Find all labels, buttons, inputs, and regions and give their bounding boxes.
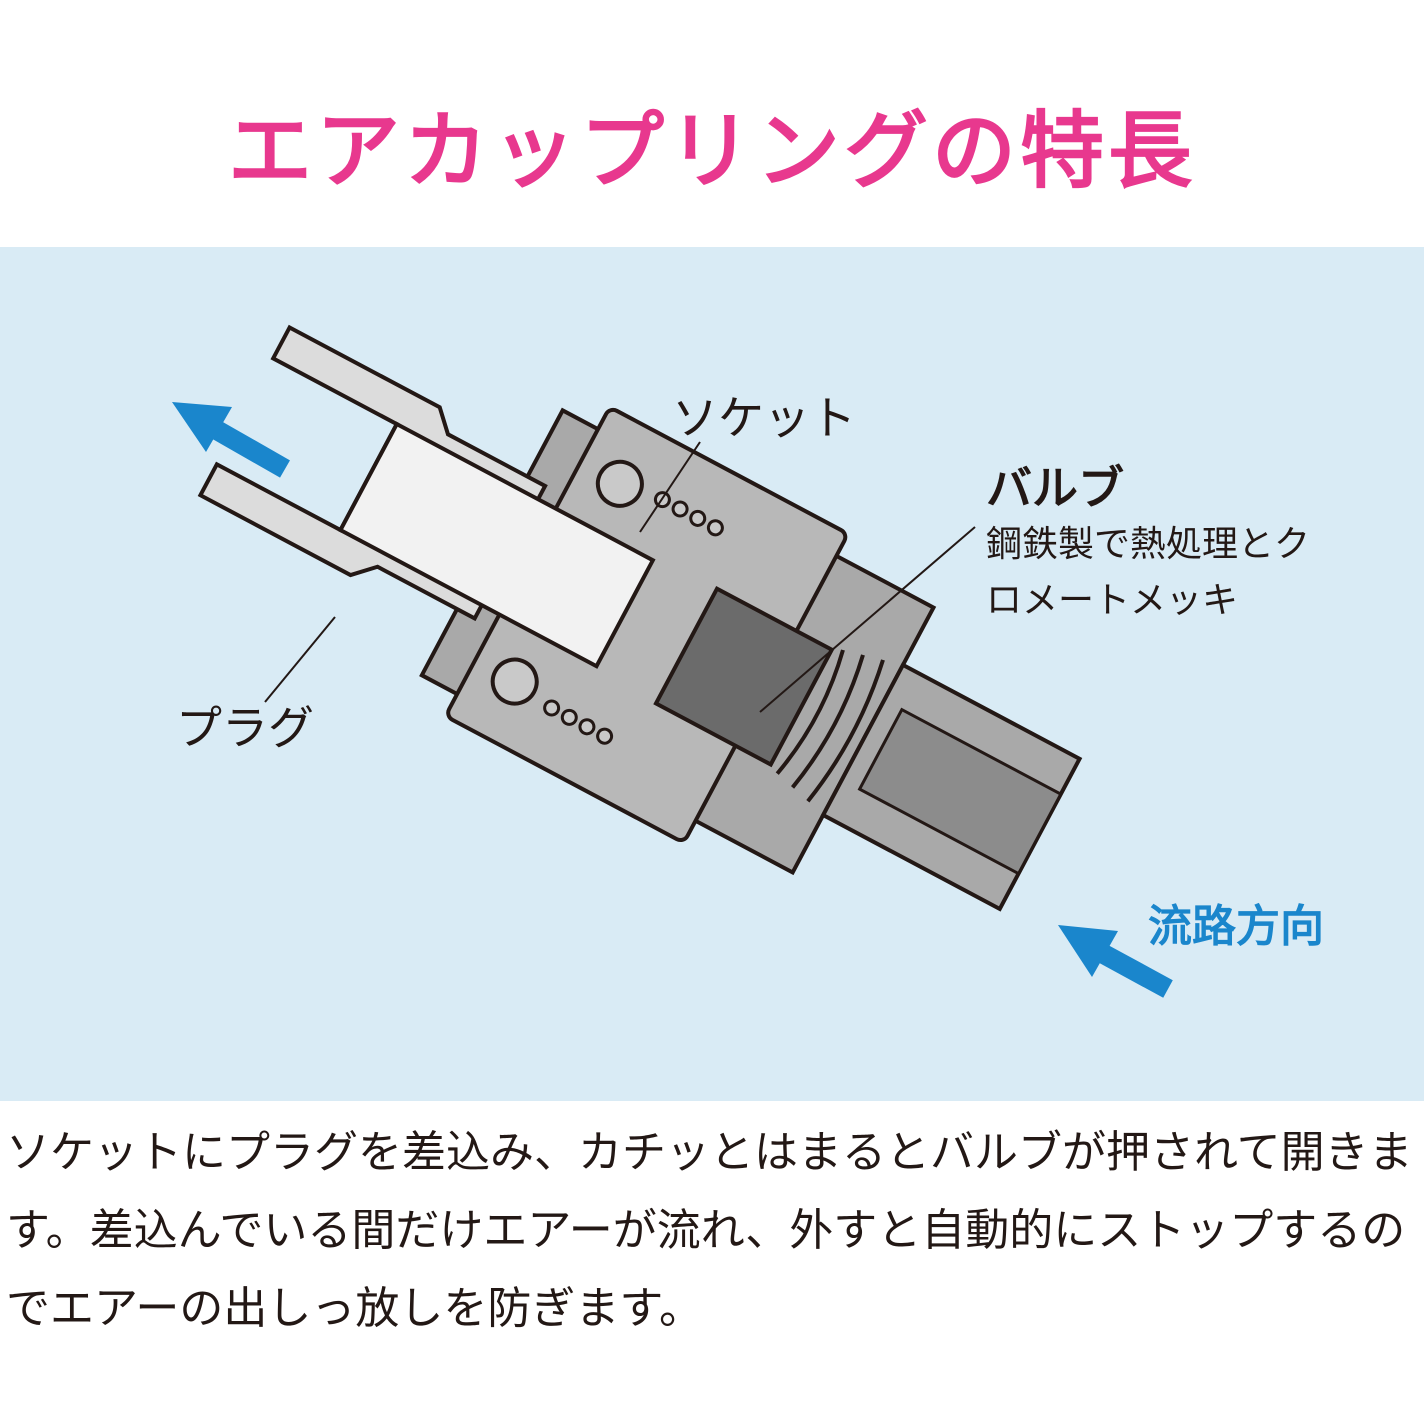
socket-label: ソケット (672, 391, 856, 445)
lock-ball-top (595, 459, 644, 508)
coupling-cross-section (197, 324, 1083, 912)
diagram-panel: ソケット バルブ 鋼鉄製で熱処理とクロメートメッキ プラグ 流路方向 (0, 247, 1424, 1101)
sleeve-spring (543, 491, 724, 745)
page-title: エアカップリングの特長 (227, 102, 1196, 200)
plug-label: プラグ (176, 701, 314, 755)
valve-description: 鋼鉄製で熱処理とクロメートメッキ (986, 524, 1311, 621)
flow-arrow-in-icon (1058, 925, 1173, 998)
plug-bore (337, 421, 656, 669)
lock-ball-bottom (490, 657, 539, 706)
description-text: ソケットにプラグを差込み、カチッとはまるとバルブが押されて開きます。差込んでいる… (6, 1127, 1413, 1334)
socket-leader-line (639, 441, 701, 533)
coupling-diagram (172, 324, 1173, 998)
valve-leader-line (759, 526, 976, 713)
socket-outlet-bore (857, 707, 1063, 876)
flow-direction-label: 流路方向 (1148, 901, 1324, 952)
plug-leader-line (264, 616, 336, 703)
valve-label: バルブ (986, 461, 1124, 515)
flow-arrow-out-icon (172, 402, 290, 478)
valve (653, 585, 835, 768)
